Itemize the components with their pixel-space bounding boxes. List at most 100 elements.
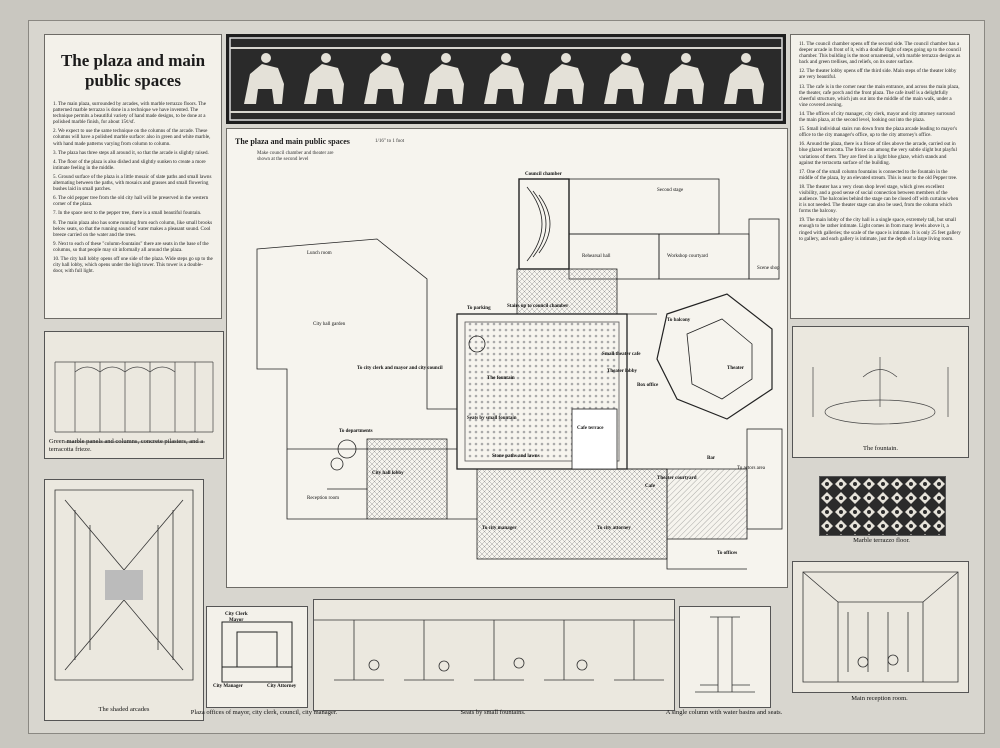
frieze-figure-head xyxy=(681,53,691,63)
frieze-figure xyxy=(364,64,404,104)
frieze-figure xyxy=(544,64,584,104)
seats-drawing xyxy=(314,619,674,681)
plan-label-box-office: Box office xyxy=(637,383,659,388)
plan-label-tax-departments: To departments xyxy=(339,429,373,434)
caption-single-column: A single column with water basins and se… xyxy=(665,709,783,716)
paragraph: 18. The theater has a very clean shop le… xyxy=(799,183,959,215)
paragraph: 1. The main plaza, surrounded by arcades… xyxy=(53,101,206,126)
shaded-arcades-sketch: The shaded arcades xyxy=(44,479,204,721)
frieze-illustration xyxy=(226,34,786,124)
left-paragraphs: 1. The main plaza, surrounded by arcades… xyxy=(53,101,213,274)
frieze-figure-head xyxy=(621,53,631,63)
plan-label-stairs-to-council: Stairs up to council chamber xyxy=(507,304,569,309)
paragraph: 6. The old pepper tree from the old city… xyxy=(53,195,209,208)
fountain-drawing xyxy=(812,357,949,425)
frieze-figure xyxy=(244,64,284,104)
main-plan-panel: The plaza and main public spaces 1/16" t… xyxy=(226,128,788,588)
paragraph: 5. Ground surface of the plaza is a litt… xyxy=(53,173,212,193)
paragraph: 13. The cafe is in the corner near the m… xyxy=(799,83,960,108)
frieze-figure-head xyxy=(741,53,751,63)
caption-plaza-offices: Plaza offices of mayor, city clerk, coun… xyxy=(190,709,338,716)
office-plan-sketch: City Clerk Mayor City Manager City Attor… xyxy=(206,606,308,708)
plan-label-to-city-manager: To city manager xyxy=(482,526,517,531)
caption-fountain: The fountain. xyxy=(862,445,899,452)
caption-shaded-arcades: The shaded arcades xyxy=(98,706,150,713)
plan-note: Make council chamber and theater are sho… xyxy=(257,151,334,162)
paragraph: 4. The floor of the plaza is also dished… xyxy=(53,158,206,171)
plan-label-to-balcony: To balcony xyxy=(667,318,691,323)
plan-label-second-stage: Second stage xyxy=(657,188,684,193)
frieze-figure xyxy=(484,64,524,104)
terrazzo-sketch xyxy=(819,476,946,536)
frieze-figure xyxy=(724,64,764,104)
paragraph: 7. In the space next to the pepper tree,… xyxy=(53,210,202,217)
label-mayor: Mayor xyxy=(229,618,244,623)
frieze-figure-head xyxy=(441,53,451,63)
frieze-figure-head xyxy=(561,53,571,63)
frieze-figure xyxy=(424,64,464,104)
office-plan-drawing xyxy=(221,621,293,683)
paragraph: 16. Around the plaza, there is a frieze … xyxy=(799,141,957,166)
caption-reception: Main reception room. xyxy=(851,695,908,702)
plan-label-to-offices: To offices xyxy=(717,551,737,556)
plan-label-reception-room: Reception room xyxy=(307,496,339,501)
plan-label-city-hall-lobby: City hall lobby xyxy=(372,471,404,476)
reception-drawing xyxy=(802,571,959,683)
paragraph: 14. The offices of city manager, city cl… xyxy=(799,110,955,124)
paragraph: 15. Small individual stairs run down fro… xyxy=(799,126,958,139)
single-column-drawing xyxy=(695,616,755,693)
plan-label-council-chamber: Council chamber xyxy=(525,172,563,177)
label-city-clerk: City Clerk xyxy=(225,612,248,617)
poster-sheet: The plaza and main public spaces 1. The … xyxy=(28,20,985,734)
right-text-panel: 11. The council chamber opens off the se… xyxy=(790,34,970,319)
plan-title: The plaza and main public spaces xyxy=(235,137,350,146)
terrazzo-drawing xyxy=(820,477,945,535)
plan-label-to-actors-area: To actors area xyxy=(737,466,766,471)
plan-label-city-hall-garden: City hall garden xyxy=(313,322,346,327)
plan-label-rehearsal-hall: Rehearsal hall xyxy=(582,254,611,259)
frieze-figure-head xyxy=(501,53,511,63)
arcade-sketch-top: Green marble panels and columns, concret… xyxy=(44,331,224,459)
plan-label-to-city-clerk: To city clerk and mayor and city council xyxy=(357,366,443,371)
plan-label-small-theater-cafe: Small theater cafe xyxy=(602,352,641,357)
seats-sketch xyxy=(313,599,675,711)
paragraph: 19. The main lobby of the city hall is a… xyxy=(799,217,961,242)
plan-label-scene-shop: Scene shop xyxy=(757,266,780,271)
frieze-figure-head xyxy=(321,53,331,63)
right-paragraphs: 11. The council chamber opens off the se… xyxy=(799,41,961,242)
plan-label-to-city-attorney: To city attorney xyxy=(597,526,631,531)
paragraph: 12. The theater lobby opens off the thir… xyxy=(799,68,957,81)
frieze-figure xyxy=(304,64,344,104)
plan-label-theater: Theater xyxy=(727,366,745,371)
paragraph: 11. The council chamber opens off the se… xyxy=(799,41,961,66)
plan-scale: 1/16" to 1 foot xyxy=(375,139,405,144)
paragraph: 17. One of the small column fountains is… xyxy=(799,168,958,181)
plan-label-bar: Bar xyxy=(707,456,716,461)
label-city-attorney: City Attorney xyxy=(267,684,297,689)
frieze-figure-head xyxy=(261,53,271,63)
plan-label-stone-paths: Stone paths and lawns xyxy=(492,454,540,459)
fountain-sketch: The fountain. xyxy=(792,326,969,458)
plan-label-lobby: Theater lobby xyxy=(607,369,638,374)
caption-green-marble: Green marble panels and columns, concret… xyxy=(49,438,204,453)
plan-label-the-fountain: The fountain xyxy=(487,376,515,381)
left-text-panel: The plaza and main public spaces 1. The … xyxy=(44,34,222,319)
caption-seats: Seats by small fountains. xyxy=(460,709,526,716)
frieze-figure-head xyxy=(381,53,391,63)
shaded-arcades-drawing xyxy=(54,489,194,681)
plan-label-theater-courtyard: Theater courtyard xyxy=(657,476,697,481)
frieze-svg xyxy=(229,37,783,121)
caption-terrazzo: Marble terrazzo floor. xyxy=(853,537,910,544)
paragraph: 10. The city hall lobby opens off one si… xyxy=(53,255,213,275)
page-title: The plaza and main public spaces xyxy=(60,51,206,90)
single-column-sketch xyxy=(679,606,771,708)
frieze-figure xyxy=(604,64,644,104)
label-city-manager: City Manager xyxy=(213,684,243,689)
plan-label-cafe-terrace: Cafe terrace xyxy=(577,426,604,431)
plan-label-lunch-room: Lunch room xyxy=(307,251,332,256)
frieze-figure xyxy=(664,64,704,104)
reception-sketch xyxy=(792,561,969,693)
arcade-drawing xyxy=(54,361,214,443)
paragraph: 8. The main plaza also has some running … xyxy=(53,219,213,238)
